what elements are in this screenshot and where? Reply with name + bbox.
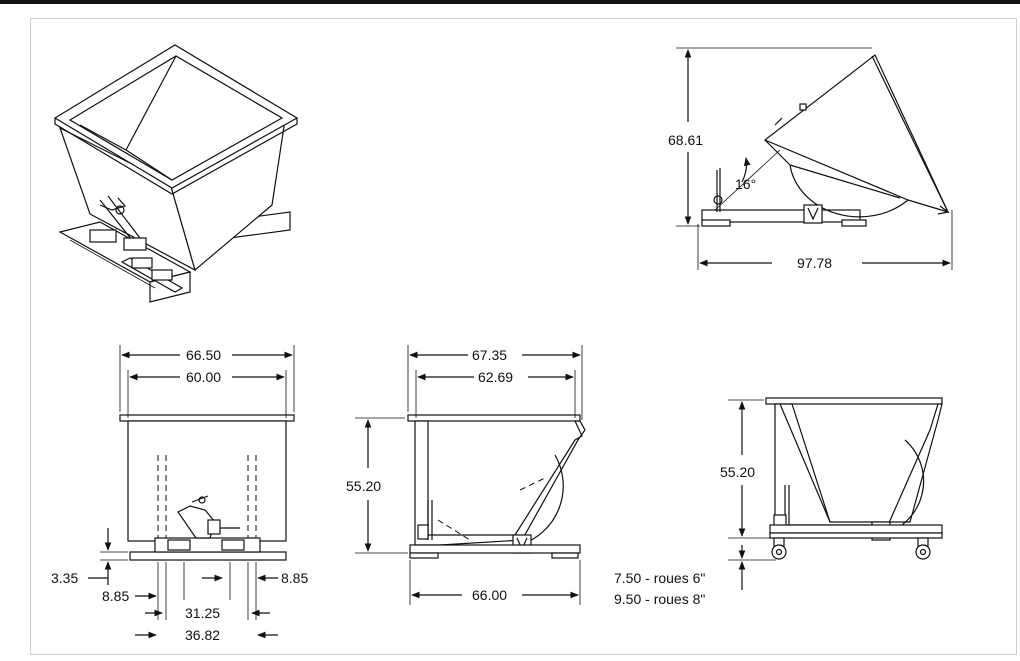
- dim-tilt-height: 68.61: [668, 132, 703, 148]
- dim-front-outer-width: 66.50: [186, 347, 221, 363]
- dim-caster-wheel-6: 7.50 - roues 6": [614, 570, 705, 586]
- dim-front-fork-center: 31.25: [185, 605, 220, 621]
- dim-front-inner-width: 60.00: [186, 369, 221, 385]
- side-view: [355, 345, 586, 605]
- dim-side-outer-width: 67.35: [472, 347, 507, 363]
- dim-front-base-height: 3.35: [51, 570, 78, 586]
- dim-side-inner-width: 62.69: [478, 369, 513, 385]
- top-border-line: [0, 0, 1020, 4]
- front-view: [88, 345, 295, 639]
- dim-front-fork-outer: 36.82: [185, 627, 220, 643]
- dim-tilt-length: 97.78: [797, 255, 832, 271]
- dim-side-height: 55.20: [346, 478, 381, 494]
- caster-view: [728, 397, 943, 590]
- drawing-sheet: [30, 18, 1017, 655]
- dim-caster-wheel-8: 9.50 - roues 8": [614, 591, 705, 607]
- dim-side-base-length: 66.00: [472, 587, 507, 603]
- dim-front-right-offset: 8.85: [281, 570, 308, 586]
- dim-caster-height: 55.20: [720, 464, 755, 480]
- isometric-view: [53, 44, 299, 303]
- tilt-side-view: [676, 47, 953, 270]
- dim-tilt-angle: 16°: [735, 176, 756, 192]
- dim-front-left-offset: 8.85: [102, 588, 129, 604]
